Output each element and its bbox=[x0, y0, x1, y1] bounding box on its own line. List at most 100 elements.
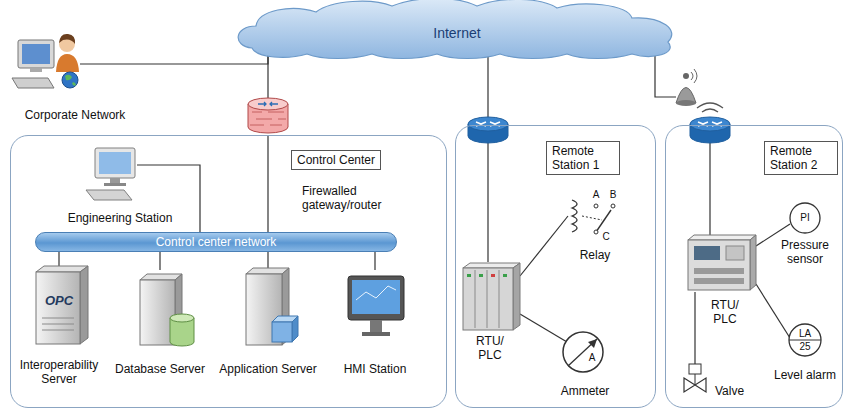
node-label: RTU/ PLC bbox=[708, 298, 742, 326]
ammeter-symbol bbox=[563, 332, 603, 372]
valve-symbol-part bbox=[684, 378, 706, 392]
level-alarm-symbol-part bbox=[789, 324, 821, 356]
relay-symbol-part bbox=[596, 210, 611, 232]
network-bus: Control center network bbox=[35, 232, 397, 252]
wireless-router-icon bbox=[690, 103, 730, 236]
engineering-pc-icon-part bbox=[104, 183, 126, 186]
firewall-router-icon bbox=[248, 98, 288, 133]
relay-symbol-part bbox=[582, 216, 602, 220]
rtu-plc-rack-icon-part bbox=[479, 274, 483, 277]
ammeter-symbol-part bbox=[588, 339, 597, 348]
rtu-plc-rack-icon bbox=[463, 263, 520, 330]
relay-symbol-part bbox=[611, 204, 615, 208]
firewall-router-icon-part bbox=[250, 112, 286, 125]
symbol-letter: 25 bbox=[799, 341, 810, 352]
hmi-panel-icon-part bbox=[352, 280, 400, 314]
plc-controller-icon-part bbox=[694, 268, 744, 274]
node-label: Corporate Network bbox=[10, 108, 140, 122]
network-link bbox=[520, 314, 567, 342]
symbol-letter: A bbox=[593, 189, 600, 200]
network-link bbox=[520, 216, 568, 276]
ammeter: Ammeter bbox=[545, 330, 625, 402]
node-label: Remote Station 2 bbox=[764, 141, 838, 175]
interoperability-server-icon-part bbox=[42, 318, 74, 330]
network-link bbox=[694, 292, 695, 364]
valve: Valve bbox=[672, 358, 760, 404]
node-label: Control Center bbox=[291, 150, 381, 170]
hmi-panel-icon-part bbox=[370, 320, 382, 332]
remote-station-region: Remote Station 2 RTU/ PLC Pressure sensorL… bbox=[665, 125, 843, 408]
rtu-plc-rack-icon-part bbox=[463, 263, 520, 268]
symbol-letter: C bbox=[602, 231, 609, 242]
relay: Relay bbox=[565, 190, 625, 262]
node-label: Engineering Station bbox=[55, 211, 185, 225]
wireless-router-icon-part bbox=[709, 143, 710, 236]
corporate-pc-icon-part bbox=[65, 75, 76, 86]
application-server: Application Server bbox=[215, 268, 321, 376]
engineering-pc-icon bbox=[86, 148, 135, 200]
network-link bbox=[80, 48, 268, 64]
remote-station-region: Remote Station 1 RTU/ PLC RelayAmmeter bbox=[455, 125, 656, 408]
node-label: Level alarm bbox=[772, 368, 838, 382]
firewall-router-icon-part bbox=[258, 102, 278, 106]
network-link bbox=[374, 252, 375, 270]
node-label: Remote Station 1 bbox=[546, 141, 620, 175]
firewall-gateway: Firewalled gateway/router bbox=[240, 96, 400, 218]
valve-symbol-part bbox=[689, 364, 701, 374]
rtu-plc: RTU/ PLC bbox=[680, 234, 760, 342]
hmi-panel-icon-part bbox=[362, 332, 390, 336]
network-link bbox=[267, 252, 268, 268]
network-link bbox=[487, 48, 488, 262]
ammeter-symbol-part bbox=[563, 332, 603, 372]
pressure-sensor-symbol bbox=[790, 203, 820, 233]
valve-symbol-part bbox=[695, 374, 696, 385]
relay-symbol-part bbox=[594, 204, 598, 208]
network-link bbox=[267, 136, 268, 232]
engineering-pc-icon-part bbox=[86, 190, 132, 200]
rtu-plc: RTU/ PLC bbox=[460, 262, 520, 368]
database-server: Database Server bbox=[113, 270, 207, 376]
interoperability-server-icon-part bbox=[36, 272, 80, 344]
symbol-letter: PI bbox=[800, 212, 809, 223]
node-label: Control center network bbox=[36, 234, 396, 250]
logo-text: OPC bbox=[45, 294, 73, 308]
firewall-router-icon-part bbox=[248, 98, 288, 110]
antenna-icon-part bbox=[691, 69, 697, 83]
engineering-pc-icon-part bbox=[110, 178, 120, 183]
router-icon-part bbox=[468, 117, 508, 131]
node-label: Application Server bbox=[215, 362, 321, 376]
database-server-icon bbox=[140, 274, 194, 346]
relay-symbol-part bbox=[594, 230, 598, 234]
corporate-pc-icon-part bbox=[56, 54, 79, 72]
hmi-panel-icon-part bbox=[356, 286, 396, 300]
node-label: Pressure sensor bbox=[774, 238, 836, 266]
hmi-station: HMI Station bbox=[340, 270, 410, 376]
control-center-region: Control CenterEngineering Station Firewal… bbox=[10, 135, 447, 408]
node-label: Firewalled gateway/router bbox=[302, 184, 400, 212]
plc-controller-icon-part bbox=[694, 246, 720, 260]
rtu-plc-rack-icon-part bbox=[467, 274, 471, 277]
interoperability-server-icon-part bbox=[36, 266, 88, 272]
corporate-pc-icon-part bbox=[18, 40, 54, 68]
rtu-plc-rack-icon-part bbox=[491, 274, 495, 277]
interoperability-server: Interoperability Server bbox=[14, 268, 104, 388]
application-server-icon bbox=[246, 268, 298, 345]
node-label: Interoperability Server bbox=[14, 358, 104, 386]
engineering-pc-icon-part bbox=[99, 152, 131, 174]
interoperability-server-icon bbox=[36, 266, 88, 344]
ammeter-symbol-part bbox=[568, 339, 597, 366]
corporate-pc-icon-part bbox=[12, 78, 54, 88]
node-label: Database Server bbox=[113, 362, 207, 376]
antenna-icon-part bbox=[683, 73, 689, 79]
corporate-pc-icon bbox=[12, 34, 79, 88]
engineering-station: Engineering Station bbox=[55, 145, 185, 226]
valve-symbol bbox=[684, 364, 706, 392]
rtu-plc-rack-icon-part bbox=[463, 268, 513, 330]
plc-controller-icon-part bbox=[688, 235, 756, 240]
corporate-network: Corporate Network bbox=[10, 28, 140, 125]
application-server-icon-part bbox=[292, 316, 298, 342]
plc-controller-icon-part bbox=[694, 278, 744, 284]
level-alarm-symbol-part bbox=[789, 340, 821, 341]
